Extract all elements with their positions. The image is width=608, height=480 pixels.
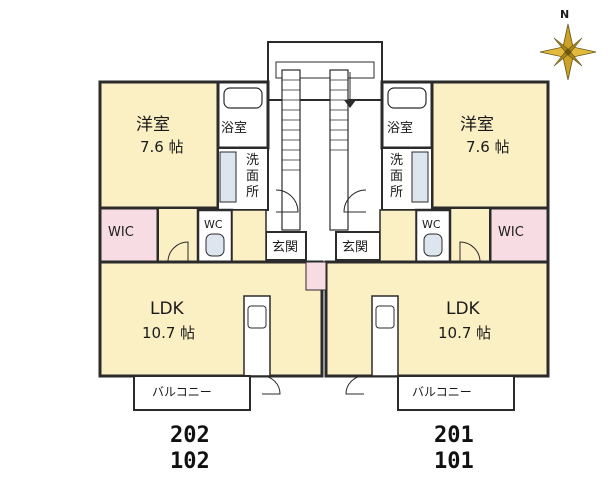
right-unit-number-upper: 201 — [434, 423, 474, 448]
right-ldk — [324, 260, 550, 378]
left-bedroom — [98, 80, 220, 210]
right-bath-label: 浴室 — [387, 120, 413, 136]
compass-rose-icon — [539, 23, 597, 81]
left-wc-label: WC — [204, 218, 223, 231]
right-washroom-char-1: 洗 — [390, 153, 403, 168]
left-toilet-icon — [205, 233, 225, 257]
left-entrance-label: 玄関 — [272, 240, 298, 255]
left-ldk-size: 10.7 帖 — [142, 324, 195, 342]
left-bedroom-size: 7.6 帖 — [140, 138, 184, 156]
left-unit-number-upper: 202 — [170, 423, 210, 448]
right-wic-label: WIC — [498, 225, 524, 240]
right-toilet-icon — [423, 233, 443, 257]
left-unit-number-lower: 102 — [170, 449, 210, 474]
right-wic — [488, 206, 550, 264]
left-ldk — [98, 260, 324, 378]
left-balcony — [133, 375, 251, 411]
left-washroom-char-2: 面 — [246, 169, 259, 184]
right-washroom-char-2: 面 — [390, 169, 403, 184]
right-balcony — [397, 375, 515, 411]
stairwell — [267, 41, 383, 231]
right-entrance-label: 玄関 — [342, 240, 368, 255]
right-bedroom — [430, 80, 550, 210]
left-bathtub — [223, 87, 263, 109]
right-washer-box — [411, 151, 429, 203]
left-bath-label: 浴室 — [221, 120, 247, 136]
right-ldk-name: LDK — [446, 299, 481, 319]
right-bedroom-size: 7.6 帖 — [466, 138, 510, 156]
shared-step — [305, 261, 327, 291]
right-bathtub — [387, 87, 427, 109]
left-ldk-name: LDK — [150, 299, 185, 319]
left-washroom-char-3: 所 — [246, 185, 259, 200]
right-unit — [324, 80, 550, 411]
compass-north-label: N — [560, 8, 569, 21]
right-unit-number-lower: 101 — [434, 449, 474, 474]
right-washroom-char-3: 所 — [390, 185, 403, 200]
right-balcony-label: バルコニー — [412, 385, 472, 399]
left-bedroom-name: 洋室 — [136, 115, 170, 135]
stair-arrow-icon — [344, 100, 356, 108]
right-ldk-size: 10.7 帖 — [438, 324, 491, 342]
left-wic-label: WIC — [108, 225, 134, 240]
left-unit — [98, 80, 324, 411]
right-bedroom-name: 洋室 — [460, 115, 494, 135]
left-balcony-label: バルコニー — [152, 385, 212, 399]
right-sink-icon — [375, 305, 395, 329]
left-washroom-char-1: 洗 — [246, 153, 259, 168]
left-sink-icon — [247, 305, 267, 329]
right-wc-label: WC — [422, 218, 441, 231]
left-washer-box — [219, 151, 237, 203]
right-entrance — [335, 231, 381, 261]
